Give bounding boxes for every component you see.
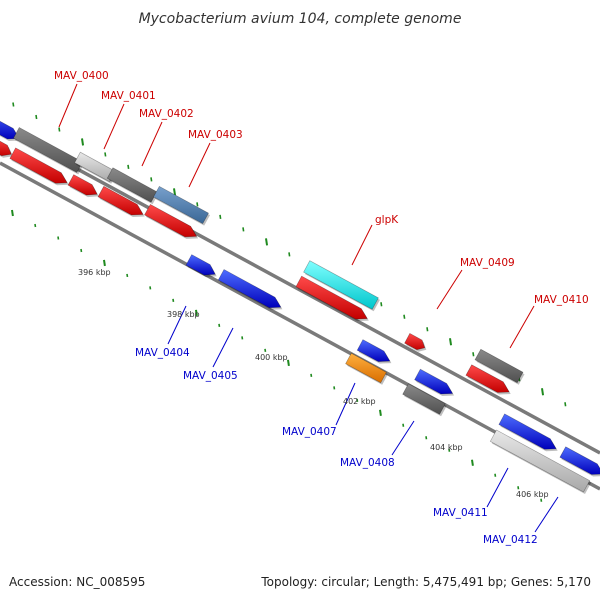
arrow-mav0411-light[interactable] (489, 429, 591, 493)
tick-dot (196, 202, 199, 207)
tick-label-402: 402 kbp (343, 397, 376, 406)
arrow-mav0405[interactable] (217, 269, 282, 309)
leader-line-mav0407 (335, 382, 356, 426)
arrow-red-5[interactable] (144, 203, 198, 238)
gene-label-glpk[interactable]: glpK (375, 214, 399, 226)
leader-line-mav0412 (534, 496, 559, 533)
tick-dot (103, 259, 106, 267)
tick-dot (265, 238, 269, 246)
arrow-mav0406[interactable] (356, 339, 391, 362)
arrow-glpk[interactable] (303, 260, 379, 310)
accession-text: Accession: NC_008595 (9, 575, 145, 589)
tick-dot (150, 177, 153, 182)
tick-dot (11, 209, 14, 217)
arrow-mav0409[interactable] (404, 332, 426, 351)
tick-dot (403, 314, 406, 319)
gene-label-mav0403[interactable]: MAV_0403 (188, 129, 243, 141)
arrow-red-2[interactable] (9, 147, 68, 184)
gene-label-mav0405[interactable]: MAV_0405 (183, 370, 238, 382)
arrow-glpk-red[interactable] (295, 275, 368, 320)
gene-labels: MAV_0400 MAV_0401 MAV_0402 MAV_0403 glpK… (54, 70, 589, 546)
leader-line-mav0403 (188, 142, 211, 188)
tick-dot (426, 327, 429, 332)
arrow-red-3[interactable] (67, 174, 98, 196)
leader-line-mav0404 (167, 305, 187, 345)
tick-dot (195, 309, 198, 317)
tick-dot (81, 138, 85, 146)
gene-label-mav0409[interactable]: MAV_0409 (460, 257, 515, 269)
tick-dot (127, 164, 130, 170)
tick-dot (104, 152, 107, 157)
tick-dot (472, 352, 475, 357)
gene-label-mav0401[interactable]: MAV_0401 (101, 90, 156, 102)
tick-dot (242, 227, 245, 232)
arrow-mav0407[interactable] (345, 352, 387, 384)
arrow-mav0410[interactable] (465, 364, 510, 393)
arrow-red-1[interactable] (0, 137, 12, 157)
arrow-red-4[interactable] (97, 185, 144, 216)
leader-line-mav0401 (103, 103, 125, 150)
gene-label-mav0402[interactable]: MAV_0402 (139, 108, 194, 120)
tick-dot (471, 459, 474, 466)
leader-line-mav0402 (141, 121, 163, 167)
tick-dot (12, 102, 15, 107)
kbp-tick-labels: 396 kbp 398 kbp 400 kbp 402 kbp 404 kbp … (78, 268, 549, 499)
tick-label-404: 404 kbp (430, 443, 463, 452)
leader-line-glpk (351, 224, 373, 266)
gene-label-mav0407[interactable]: MAV_0407 (282, 426, 337, 438)
arrow-mav0410-grey[interactable] (474, 348, 524, 384)
leader-line-mav0409 (436, 269, 463, 310)
tick-label-406: 406 kbp (516, 490, 549, 499)
arrow-mav0408[interactable] (402, 383, 446, 415)
gene-arrows (0, 110, 600, 494)
arrow-mav0401[interactable] (74, 151, 116, 183)
tick-label-400: 400 kbp (255, 353, 288, 362)
arrow-mav0402[interactable] (106, 167, 158, 203)
arrow-mav0403[interactable] (153, 185, 209, 225)
arrow-mav0408-blue[interactable] (414, 368, 454, 395)
leader-line-mav0411 (486, 467, 509, 508)
tick-dot (58, 127, 61, 132)
tick-dot (287, 359, 290, 367)
tick-dot (288, 252, 291, 257)
tick-dot (379, 409, 382, 416)
gene-label-mav0410[interactable]: MAV_0410 (534, 294, 589, 306)
gene-label-mav0408[interactable]: MAV_0408 (340, 457, 395, 469)
genome-summary-text: Topology: circular; Length: 5,475,491 bp… (260, 575, 591, 589)
tick-dot (380, 302, 383, 307)
leader-line-mav0410 (509, 305, 535, 349)
backbone-line-upper (0, 125, 600, 455)
gene-label-mav0400[interactable]: MAV_0400 (54, 70, 109, 82)
leader-line-mav0408 (391, 420, 415, 456)
tick-dot (173, 188, 177, 196)
leader-line-mav0405 (212, 327, 234, 368)
arrow-mav0399-upper[interactable] (0, 110, 20, 140)
leader-line-mav0400 (58, 83, 78, 128)
tick-dot (564, 402, 567, 407)
tick-label-396: 396 kbp (78, 268, 111, 277)
arrow-mav0404[interactable] (185, 254, 216, 276)
tick-dot (449, 338, 453, 346)
arrow-mav0411[interactable] (498, 413, 557, 450)
gene-label-mav0412[interactable]: MAV_0412 (483, 534, 538, 546)
gene-label-mav0411[interactable]: MAV_0411 (433, 507, 488, 519)
tick-dot (35, 114, 38, 120)
arrow-mav0400[interactable] (13, 127, 83, 173)
arrow-mav0412-blue[interactable] (559, 446, 600, 475)
tick-dot (219, 214, 222, 219)
map-title: Mycobacterium avium 104, complete genome (139, 11, 462, 27)
tick-dot (541, 388, 545, 396)
tick-label-398: 398 kbp (167, 310, 200, 319)
gene-label-mav0404[interactable]: MAV_0404 (135, 347, 190, 359)
